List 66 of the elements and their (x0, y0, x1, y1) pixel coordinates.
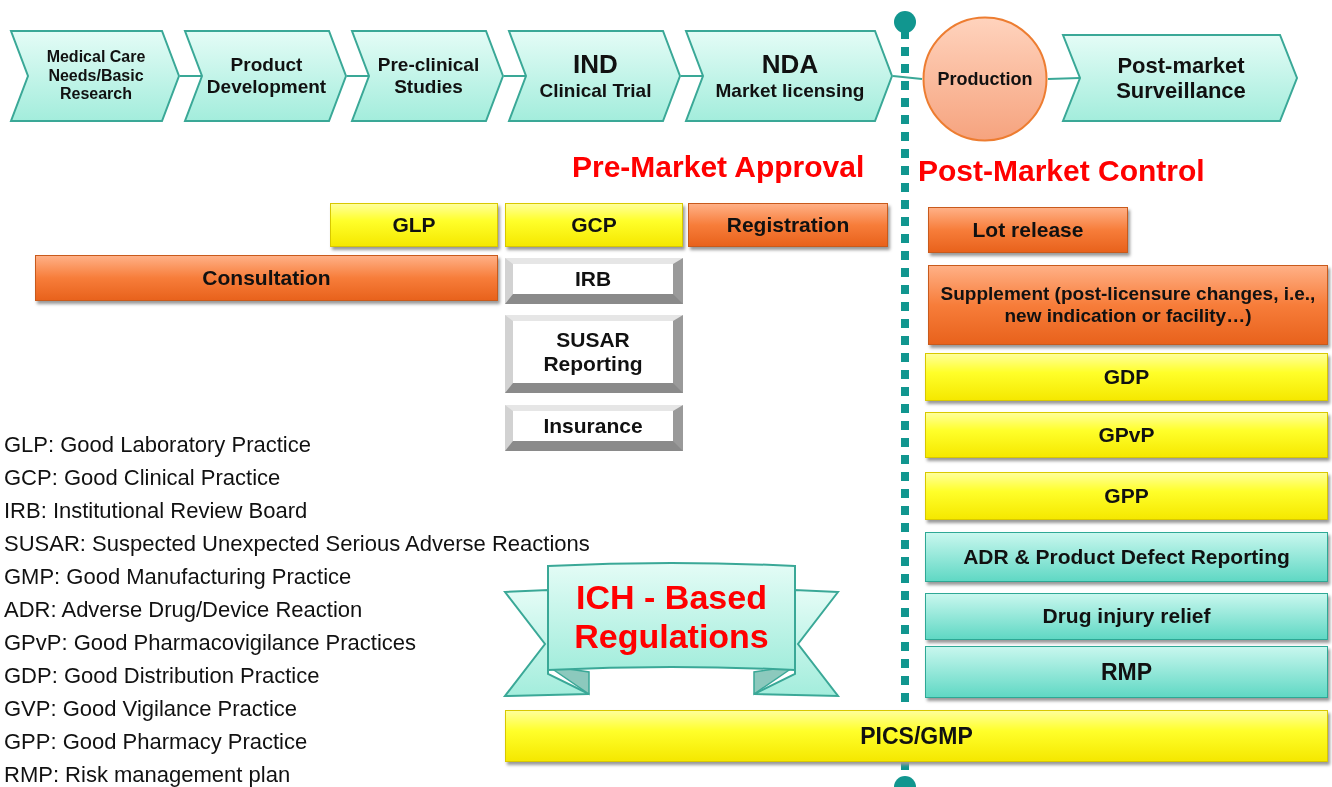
glossary-entry: GVP: Good Vigilance Practice (4, 696, 298, 722)
glossary-entry: IRB: Institutional Review Board (4, 498, 308, 524)
bar-label: ADR & Product Defect Reporting (963, 544, 1290, 570)
bar-label: GCP (571, 212, 617, 238)
process-step (1062, 34, 1298, 122)
process-bar (928, 265, 1328, 345)
bar-label: Supplement (post-licensure changes, i.e., new indication or facility…) (939, 283, 1317, 327)
practice-bar (505, 710, 1328, 762)
banner-title: ICH - Based Regulations (573, 577, 770, 657)
program-bar (925, 532, 1328, 582)
step-label: Clinical Trial (539, 80, 652, 102)
box-label: Insurance (543, 413, 643, 439)
bar-label: Lot release (972, 217, 1084, 243)
box-label: IRB (574, 266, 612, 292)
connector-line (892, 75, 923, 80)
bar-label: Registration (726, 212, 850, 238)
process-circle (922, 16, 1048, 142)
step-label: Pre-clinical Studies (376, 54, 481, 98)
section-heading: Pre-Market Approval (572, 150, 865, 184)
process-bar (35, 255, 498, 301)
bar-label: GPvP (1098, 422, 1155, 448)
bar-label: Drug injury relief (1042, 604, 1211, 629)
box-label: SUSAR Reporting (542, 327, 644, 377)
process-step (685, 30, 893, 122)
process-step (508, 30, 681, 122)
ribbon-banner (503, 562, 840, 700)
program-bar (925, 593, 1328, 640)
bar-label: RMP (1100, 658, 1153, 686)
glossary-entry: GDP: Good Distribution Practice (4, 663, 320, 689)
practice-bar (925, 472, 1328, 520)
bevel-box (505, 258, 683, 304)
program-bar (925, 646, 1328, 698)
process-step (351, 30, 504, 122)
step-label: Product Development (206, 54, 327, 98)
glossary-entry: GCP: Good Clinical Practice (4, 465, 281, 491)
section-heading: Post-Market Control (918, 154, 1205, 188)
practice-bar (925, 353, 1328, 401)
process-step (10, 30, 180, 122)
step-label: Production (937, 68, 1033, 90)
practice-bar (330, 203, 498, 247)
step-label: IND (573, 50, 618, 80)
practice-bar (505, 203, 683, 247)
step-label: NDA (761, 50, 819, 80)
step-label: Medical Care Needs/Basic Research (45, 48, 147, 104)
glossary-entry: GPvP: Good Pharmacovigilance Practices (4, 630, 417, 656)
bar-label: PICS/GMP (860, 722, 973, 750)
step-label: Market licensing (715, 80, 865, 102)
glossary-entry: GLP: Good Laboratory Practice (4, 432, 311, 458)
process-bar (688, 203, 888, 247)
bar-label: GDP (1103, 364, 1150, 390)
connector-line (680, 75, 704, 77)
glossary-entry: RMP: Risk management plan (4, 762, 291, 787)
practice-bar (925, 412, 1328, 458)
bar-label: Consultation (202, 265, 331, 291)
bar-label: GPP (1104, 483, 1149, 509)
bevel-box (505, 405, 683, 451)
process-step (184, 30, 347, 122)
step-label: Post-market Surveillance (1115, 52, 1247, 104)
glossary-entry: GMP: Good Manufacturing Practice (4, 564, 352, 590)
process-bar (928, 207, 1128, 253)
glossary-entry: SUSAR: Suspected Unexpected Serious Adverse Reactions (4, 531, 590, 557)
glossary-entry: GPP: Good Pharmacy Practice (4, 729, 308, 755)
bar-label: GLP (392, 212, 436, 238)
glossary-entry: ADR: Adverse Drug/Device Reaction (4, 597, 363, 623)
bevel-box (505, 315, 683, 393)
connector-line (1047, 77, 1081, 80)
